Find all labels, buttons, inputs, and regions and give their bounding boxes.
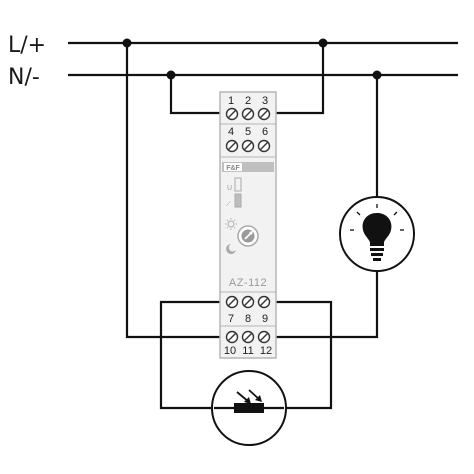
indicator-relay-label: ⟋ xyxy=(226,200,231,208)
terminal-1-label: 1 xyxy=(228,95,234,107)
relay-led xyxy=(234,193,242,208)
screw-terminal xyxy=(225,295,239,309)
screw-terminal xyxy=(257,330,271,344)
model-label: AZ-112 xyxy=(229,277,267,289)
screw-terminal xyxy=(241,139,255,153)
sensitivity-knob[interactable] xyxy=(237,225,259,247)
line-label: L/+ xyxy=(8,33,46,58)
relay-body xyxy=(219,91,277,359)
screw-terminal xyxy=(257,139,271,153)
screw-terminal xyxy=(241,330,255,344)
screw-terminal xyxy=(241,107,255,121)
wire-lamp-to-t12 xyxy=(270,271,379,339)
screw-terminal xyxy=(225,330,239,344)
indicator-u-label: U xyxy=(227,185,232,192)
wire-t7-to-sensor xyxy=(159,300,240,410)
terminal-2-label: 2 xyxy=(245,95,251,107)
terminal-8-label: 8 xyxy=(245,313,251,325)
sun-icon xyxy=(225,218,237,230)
photoresistor-icon xyxy=(211,370,287,446)
screw-terminal xyxy=(257,107,271,121)
screw-terminal xyxy=(257,295,271,309)
screw-terminal xyxy=(241,295,255,309)
terminal-9-label: 9 xyxy=(262,313,268,325)
moon-icon xyxy=(226,244,236,254)
light-bulb-icon xyxy=(339,196,415,272)
terminal-11-label: 11 xyxy=(242,345,253,357)
terminal-12-label: 12 xyxy=(260,345,272,357)
terminal-10-label: 10 xyxy=(224,345,236,357)
wire-t9-to-sensor xyxy=(262,300,333,410)
terminal-6-label: 6 xyxy=(262,126,268,138)
terminal-7-label: 7 xyxy=(228,313,234,325)
wire-line-to-t10 xyxy=(125,43,222,339)
neutral-label: N/- xyxy=(8,65,40,90)
terminal-4-label: 4 xyxy=(228,126,234,138)
wire-neutral-to-t1 xyxy=(169,75,232,115)
brand-logo: F&F xyxy=(222,162,274,172)
terminal-3-label: 3 xyxy=(262,95,268,107)
svg-text:F&F: F&F xyxy=(226,165,240,172)
screw-terminal xyxy=(225,139,239,153)
terminal-5-label: 5 xyxy=(245,126,251,138)
relay-module: 1 2 3 4 5 6 F&F xyxy=(219,91,277,359)
screw-terminal xyxy=(225,107,239,121)
wire-line-to-t3 xyxy=(262,43,325,115)
power-led xyxy=(234,177,242,192)
